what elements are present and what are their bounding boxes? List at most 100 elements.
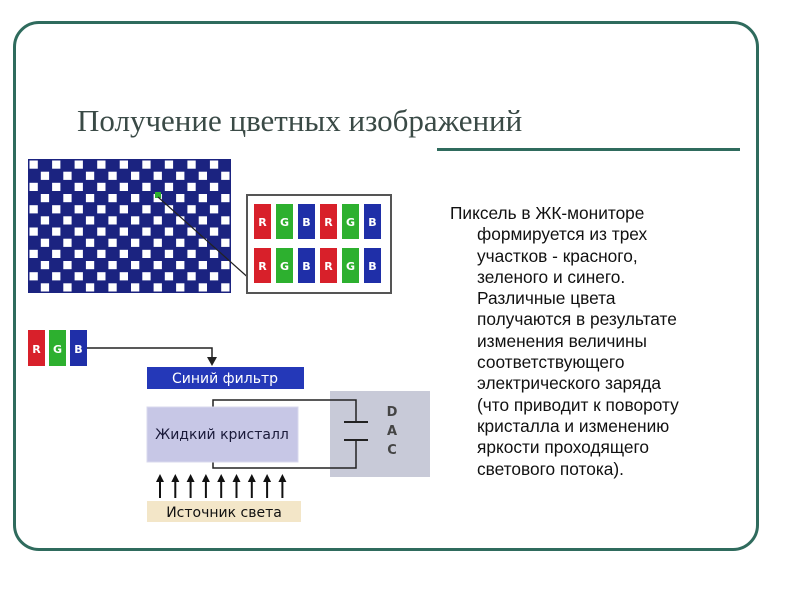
pixel-cell xyxy=(119,272,128,281)
description-first-line: Пиксель в ЖК-мониторе xyxy=(450,203,645,223)
rgb-blue-subpixel xyxy=(70,330,87,366)
magnified-subpixel xyxy=(364,204,381,239)
pixel-cell xyxy=(85,261,95,270)
rgb-pixel: R G B xyxy=(28,330,87,366)
magnified-subpixel xyxy=(298,248,315,283)
pixel-cell xyxy=(209,272,219,281)
pixel-cell xyxy=(29,182,38,191)
pixel-cell xyxy=(52,272,61,281)
pixel-cell xyxy=(29,205,38,214)
pixel-cell xyxy=(85,216,95,225)
pixel-grid-bg xyxy=(28,159,231,293)
pixel-cell xyxy=(153,171,162,180)
pixel-cell xyxy=(108,283,117,292)
pixel-cell xyxy=(198,216,207,225)
description-body: формируется из трех участков - красного,… xyxy=(477,224,679,479)
filter-connector xyxy=(87,347,213,360)
pixel-cell xyxy=(63,238,72,247)
magnified-subpixel-letter: G xyxy=(280,216,289,229)
pixel-cell xyxy=(97,205,106,214)
pixel-cell xyxy=(142,182,151,191)
pixel-cell xyxy=(108,171,117,180)
pixel-cell xyxy=(119,227,128,236)
pixel-grid xyxy=(28,159,231,293)
pixel-cell xyxy=(221,171,230,180)
pixel-cell xyxy=(176,194,185,203)
pixel-cell xyxy=(52,249,61,258)
pixel-cell xyxy=(74,205,83,214)
rgb-label-g: G xyxy=(53,343,62,356)
pixel-cell xyxy=(198,238,207,247)
pixel-cell xyxy=(221,261,230,270)
filter-connector-arrowhead xyxy=(207,357,217,366)
magnified-subpixel-letter: G xyxy=(346,216,355,229)
description-text: Пиксель в ЖК-мониторе формируется из тре… xyxy=(450,203,750,480)
pixel-cell xyxy=(119,160,128,169)
pixel-cell xyxy=(198,283,207,292)
pixel-cell xyxy=(187,227,196,236)
pixel-cell xyxy=(164,249,174,258)
pixel-cell xyxy=(85,171,95,180)
pixel-cell xyxy=(108,261,117,270)
magnified-subpixel-letter: R xyxy=(324,216,333,229)
pixel-cell xyxy=(187,205,196,214)
light-arrowhead xyxy=(217,474,226,482)
pixel-cell xyxy=(40,171,50,180)
pixel-cell xyxy=(131,171,140,180)
pixel-cell xyxy=(221,216,230,225)
dac-wires xyxy=(212,399,368,469)
pixel-cell xyxy=(142,272,151,281)
pixel-cell xyxy=(74,249,83,258)
pixel-cell xyxy=(40,283,50,292)
rgb-label-b: B xyxy=(74,343,82,356)
dac-box xyxy=(330,391,430,477)
pixel-cell xyxy=(164,272,174,281)
pixel-cell xyxy=(85,194,95,203)
pixel-cell xyxy=(142,160,151,169)
pixel-cell xyxy=(52,205,61,214)
pixel-cell xyxy=(131,216,140,225)
pixel-cell xyxy=(119,205,128,214)
pixel-cell xyxy=(85,238,95,247)
highlighted-pixel xyxy=(155,192,161,198)
pixel-cell xyxy=(74,160,83,169)
pixel-cell xyxy=(164,182,174,191)
pixel-cell xyxy=(97,227,106,236)
rgb-label-r: R xyxy=(32,343,41,356)
light-arrowhead xyxy=(247,474,256,482)
liquid-crystal-label: Жидкий кристалл xyxy=(155,427,289,443)
magnified-subpixel-letter: B xyxy=(302,260,310,273)
light-arrowhead xyxy=(263,474,272,482)
liquid-crystal-block xyxy=(146,406,299,463)
magnified-subpixel xyxy=(254,248,271,283)
blue-filter-label: Синий фильтр xyxy=(172,371,278,387)
pixel-cell xyxy=(97,160,106,169)
pixel-cell xyxy=(40,238,50,247)
dac-letter-c: C xyxy=(387,443,397,458)
magnified-subpixel xyxy=(364,248,381,283)
magnified-subpixel xyxy=(276,248,293,283)
pixel-cell xyxy=(40,216,50,225)
pixel-cell xyxy=(198,171,207,180)
pixel-cell xyxy=(187,160,196,169)
pixel-cell xyxy=(176,261,185,270)
magnified-subpixel-letter: G xyxy=(280,260,289,273)
pixel-cell xyxy=(142,249,151,258)
light-arrows xyxy=(156,474,287,498)
pixel-cell xyxy=(29,249,38,258)
pixel-cell xyxy=(40,194,50,203)
pixel-cell xyxy=(29,227,38,236)
magnified-subpixel xyxy=(320,204,337,239)
pixel-cell xyxy=(187,249,196,258)
magnified-subpixel-letter: G xyxy=(346,260,355,273)
pixel-cell xyxy=(131,194,140,203)
pixel-cell xyxy=(97,272,106,281)
magnified-subpixel xyxy=(254,204,271,239)
magnified-subpixel-letter: B xyxy=(368,216,376,229)
pixel-cell xyxy=(209,205,219,214)
magnified-subpixel xyxy=(320,248,337,283)
pixel-cell xyxy=(40,261,50,270)
pixel-cell xyxy=(29,160,38,169)
